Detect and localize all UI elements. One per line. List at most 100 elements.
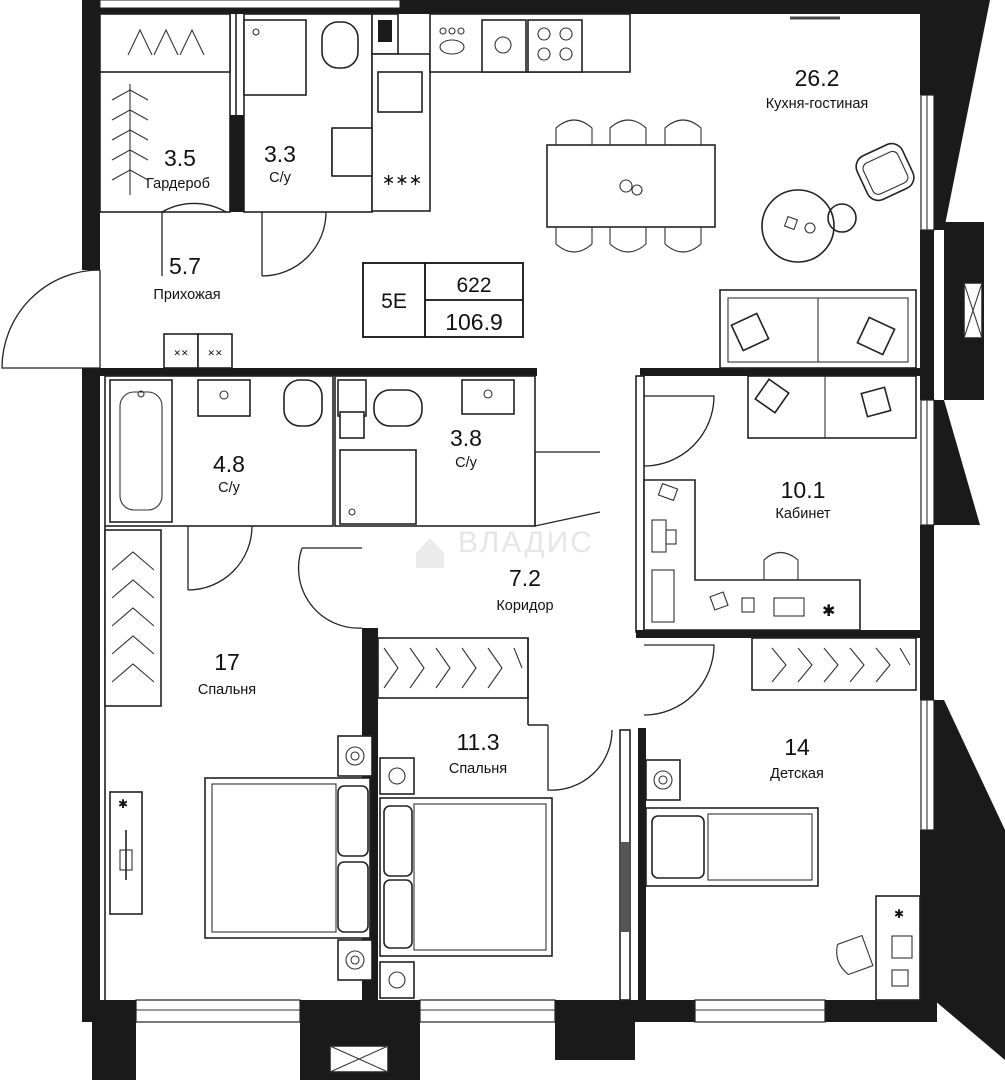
room-hallway-name: Прихожая — [153, 287, 220, 303]
unit-total-area: 106.9 — [445, 309, 503, 335]
svg-text:✕✕: ✕✕ — [207, 348, 222, 358]
watermark-logo-icon — [416, 538, 444, 568]
window-bottom-1 — [135, 999, 301, 1023]
room-hallway-area: 5.7 — [169, 253, 201, 279]
kids-door — [643, 644, 715, 716]
dining-set — [546, 119, 716, 253]
toilet-icon — [321, 21, 359, 69]
watermark-text: ВЛАДИС — [458, 526, 594, 559]
wall-study-left — [635, 375, 645, 633]
wall-right-top — [920, 0, 934, 95]
study-desk: ✱ — [643, 479, 861, 631]
radiator-kids — [621, 842, 629, 932]
room-living-kitchen-name: Кухня-гостиная — [766, 96, 869, 112]
shower-tray — [243, 19, 307, 96]
wall-left-upper — [82, 0, 100, 270]
watermark: ВЛАДИС — [416, 526, 594, 568]
window-top — [99, 0, 401, 9]
wall-right-mid — [920, 230, 934, 400]
bedroom-left-furniture: ✱ — [104, 529, 373, 981]
svg-text:∗∗∗: ∗∗∗ — [382, 172, 422, 189]
room-bathroom-left-area: 4.8 — [213, 451, 245, 477]
room-bedroom-mid-area: 11.3 — [456, 729, 499, 755]
lounge-set — [761, 142, 915, 263]
nightstand-mid-bottom — [379, 961, 415, 999]
bathroom-left-fixtures — [109, 379, 323, 523]
room-bathroom-mid-area: 3.8 — [450, 425, 482, 451]
sofa-study — [747, 375, 917, 439]
wardrobe-hangers — [111, 28, 205, 195]
bedroom-mid-furniture — [379, 647, 553, 999]
unit-number: 622 — [456, 274, 491, 297]
nightstand-bottom — [337, 939, 373, 981]
sink-bath-left — [197, 379, 251, 417]
wardrobe-kids — [751, 637, 917, 691]
room-labels: 26.2 Кухня-гостиная 3.5 Гардероб 3.3 С/у… — [146, 65, 868, 782]
window-bottom-3 — [694, 999, 826, 1023]
nightstand-kids — [645, 759, 681, 801]
pier-bottom-left — [92, 1000, 136, 1080]
pier-bottom-mid2 — [555, 1000, 635, 1060]
room-corridor-name: Коридор — [496, 598, 553, 614]
wall-wedge-1 — [934, 0, 990, 230]
desk-kids — [875, 895, 921, 1001]
study-door — [643, 395, 715, 467]
doors — [1, 202, 715, 791]
wall-right-bottom — [920, 830, 934, 1000]
wall-mid-horizontal — [82, 368, 537, 376]
svg-text:✕✕: ✕✕ — [173, 348, 188, 358]
room-corridor-area: 7.2 — [509, 565, 541, 591]
sink-bath-mid — [461, 379, 515, 415]
room-bathroom-left-name: С/у — [218, 480, 241, 496]
kids-chair-icon — [836, 934, 874, 976]
dishwasher-icon — [481, 19, 527, 73]
wall-right-low — [920, 525, 934, 700]
cooktop-icon — [527, 19, 583, 73]
bath-left-door — [187, 525, 253, 591]
room-bedroom-left-name: Спальня — [198, 682, 256, 698]
svg-text:✱: ✱ — [894, 907, 904, 921]
wall-wedge-2 — [934, 400, 980, 525]
wall-wc-partition — [230, 115, 244, 212]
bath-mid-door — [534, 451, 601, 527]
room-kids-name: Детская — [770, 766, 824, 782]
room-wardrobe-name: Гардероб — [146, 176, 210, 192]
wc-top-door — [261, 211, 327, 277]
entry-door — [1, 269, 101, 369]
office-chair-icon — [763, 551, 799, 580]
unit-code: 5E — [381, 290, 407, 313]
bathtub — [109, 379, 173, 523]
room-bathroom-mid-name: С/у — [455, 455, 478, 471]
wall-study-bottom — [636, 630, 920, 638]
room-living-kitchen-area: 26.2 — [795, 65, 840, 91]
windows — [99, 0, 935, 1023]
armchair-icon — [855, 142, 915, 202]
kids-room-furniture: ✱ — [645, 637, 921, 1001]
bedroom-mid-door — [547, 725, 613, 791]
wardrobe-bedroom-mid — [377, 637, 529, 699]
dining-table — [546, 144, 716, 228]
window-bottom-2 — [419, 999, 556, 1023]
room-study-name: Кабинет — [775, 506, 831, 522]
wall-left-lower — [82, 368, 100, 1000]
bathroom-mid-fixtures — [337, 379, 515, 525]
unit-label: 5E 622 106.9 — [362, 262, 524, 338]
room-study-area: 10.1 — [781, 477, 826, 503]
sink-kitchen-icon — [439, 39, 465, 55]
shower-bath-mid — [339, 449, 417, 525]
nightstand-mid-top — [379, 757, 415, 795]
nightstand-top — [337, 735, 373, 777]
room-kids-area: 14 — [784, 734, 810, 760]
wardrobe-bedroom-left — [104, 529, 162, 707]
desk-l-shape — [643, 479, 861, 631]
room-wardrobe-area: 3.5 — [164, 145, 196, 171]
kitchen-furniture: ∗∗∗ — [331, 13, 840, 212]
svg-text:✱: ✱ — [822, 603, 835, 620]
room-bedroom-mid-name: Спальня — [449, 761, 507, 777]
svg-text:✱: ✱ — [118, 797, 128, 811]
toilet-bath-left — [283, 379, 323, 427]
room-wc-top-name: С/у — [269, 170, 292, 186]
fridge-icon — [377, 71, 423, 113]
